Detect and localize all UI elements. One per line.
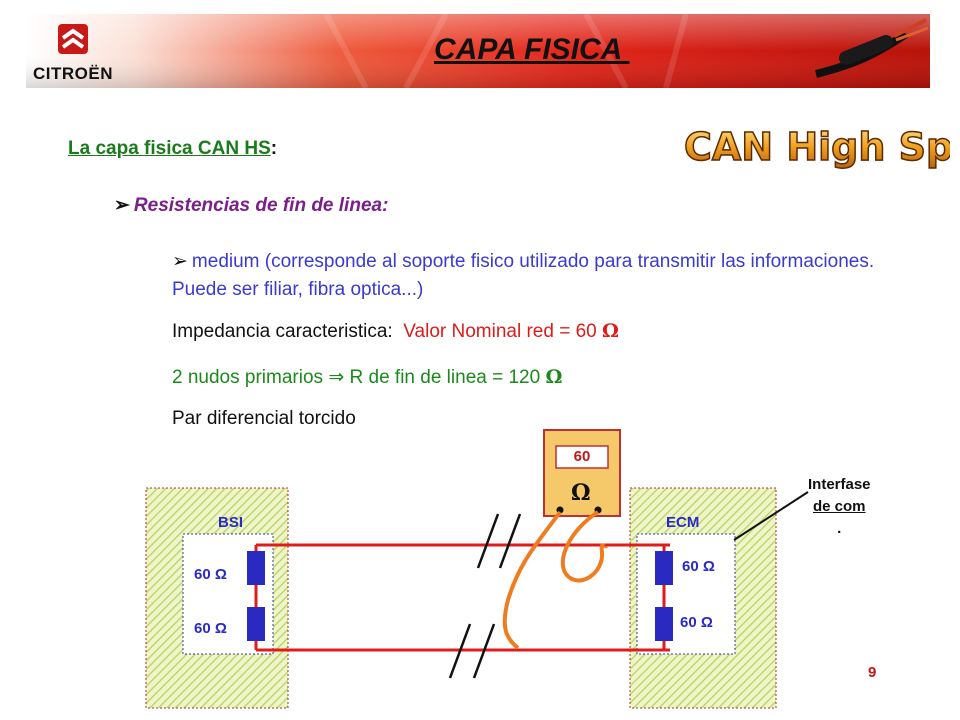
citroen-logo: CITROËN [28, 22, 118, 86]
medium-paragraph: ➢medium (corresponde al soporte fisico u… [172, 248, 892, 304]
interface-dot: . [837, 520, 842, 537]
nodes-text: 2 nudos primarios [172, 367, 324, 388]
resistor-label: 60 Ω [194, 566, 227, 583]
interface-line2: de com [813, 498, 866, 515]
logo-text: CITROËN [33, 64, 113, 83]
nodes-result: R de fin de linea = 120 [349, 367, 541, 388]
interface-line1: Interfase [808, 476, 871, 493]
ecm-interface [636, 533, 736, 655]
subtitle-text: La capa fisica CAN HS [68, 138, 271, 159]
page-title: CAPA FISICA [434, 33, 630, 66]
impedance-label: Impedancia caracteristica: [172, 321, 393, 342]
badge-text: CAN High Speed [684, 125, 950, 169]
bullet-resistencias: ➢Resistencias de fin de linea: [114, 194, 388, 217]
can-high-speed-badge: CAN High Speed [680, 118, 960, 179]
resistor [247, 551, 265, 585]
implies-icon: ⇒ [328, 367, 345, 388]
ohmmeter [543, 429, 621, 517]
resistor [655, 551, 673, 585]
break-mark [476, 513, 522, 569]
header-bar [26, 12, 930, 90]
bsi-label: BSI [218, 514, 244, 531]
omega-icon: Ω [571, 480, 591, 506]
page-number: 9 [868, 664, 877, 681]
meter-display [555, 445, 609, 469]
resistor-label: 60 Ω [194, 620, 227, 637]
bullet-text: Resistencias de fin de linea: [133, 195, 389, 216]
resistor [247, 607, 265, 641]
header-background [26, 12, 930, 90]
resistor-label: 60 Ω [682, 558, 715, 575]
chevrons-icon [58, 24, 88, 54]
arrow-bullet-icon: ➢ [114, 195, 130, 216]
ecm-label: ECM [666, 514, 700, 531]
resistor-label: 60 Ω [680, 614, 713, 631]
omega-icon: Ω [602, 320, 619, 342]
paragraph-text: medium (corresponde al soporte fisico ut… [172, 251, 875, 300]
subtitle-colon: : [270, 138, 278, 159]
meter-value: 60 [573, 448, 591, 465]
impedance-value: Valor Nominal red = 60 [403, 321, 597, 342]
section-subtitle: La capa fisica CAN HS: [68, 138, 277, 160]
omega-icon: Ω [545, 366, 563, 388]
leader-line [733, 491, 809, 541]
pair-line: Par diferencial torcido [172, 408, 356, 429]
probe-wire [502, 510, 562, 650]
arrow-bullet-icon: ➢ [172, 251, 188, 272]
break-mark [448, 623, 496, 679]
impedance-line: Impedancia caracteristica: Valor Nominal… [172, 320, 619, 343]
resistor [655, 607, 673, 641]
nodes-line: 2 nudos primarios ⇒ R de fin de linea = … [172, 366, 562, 389]
probe-wire [560, 510, 608, 583]
interface-note: Interfase de com. [808, 474, 871, 540]
